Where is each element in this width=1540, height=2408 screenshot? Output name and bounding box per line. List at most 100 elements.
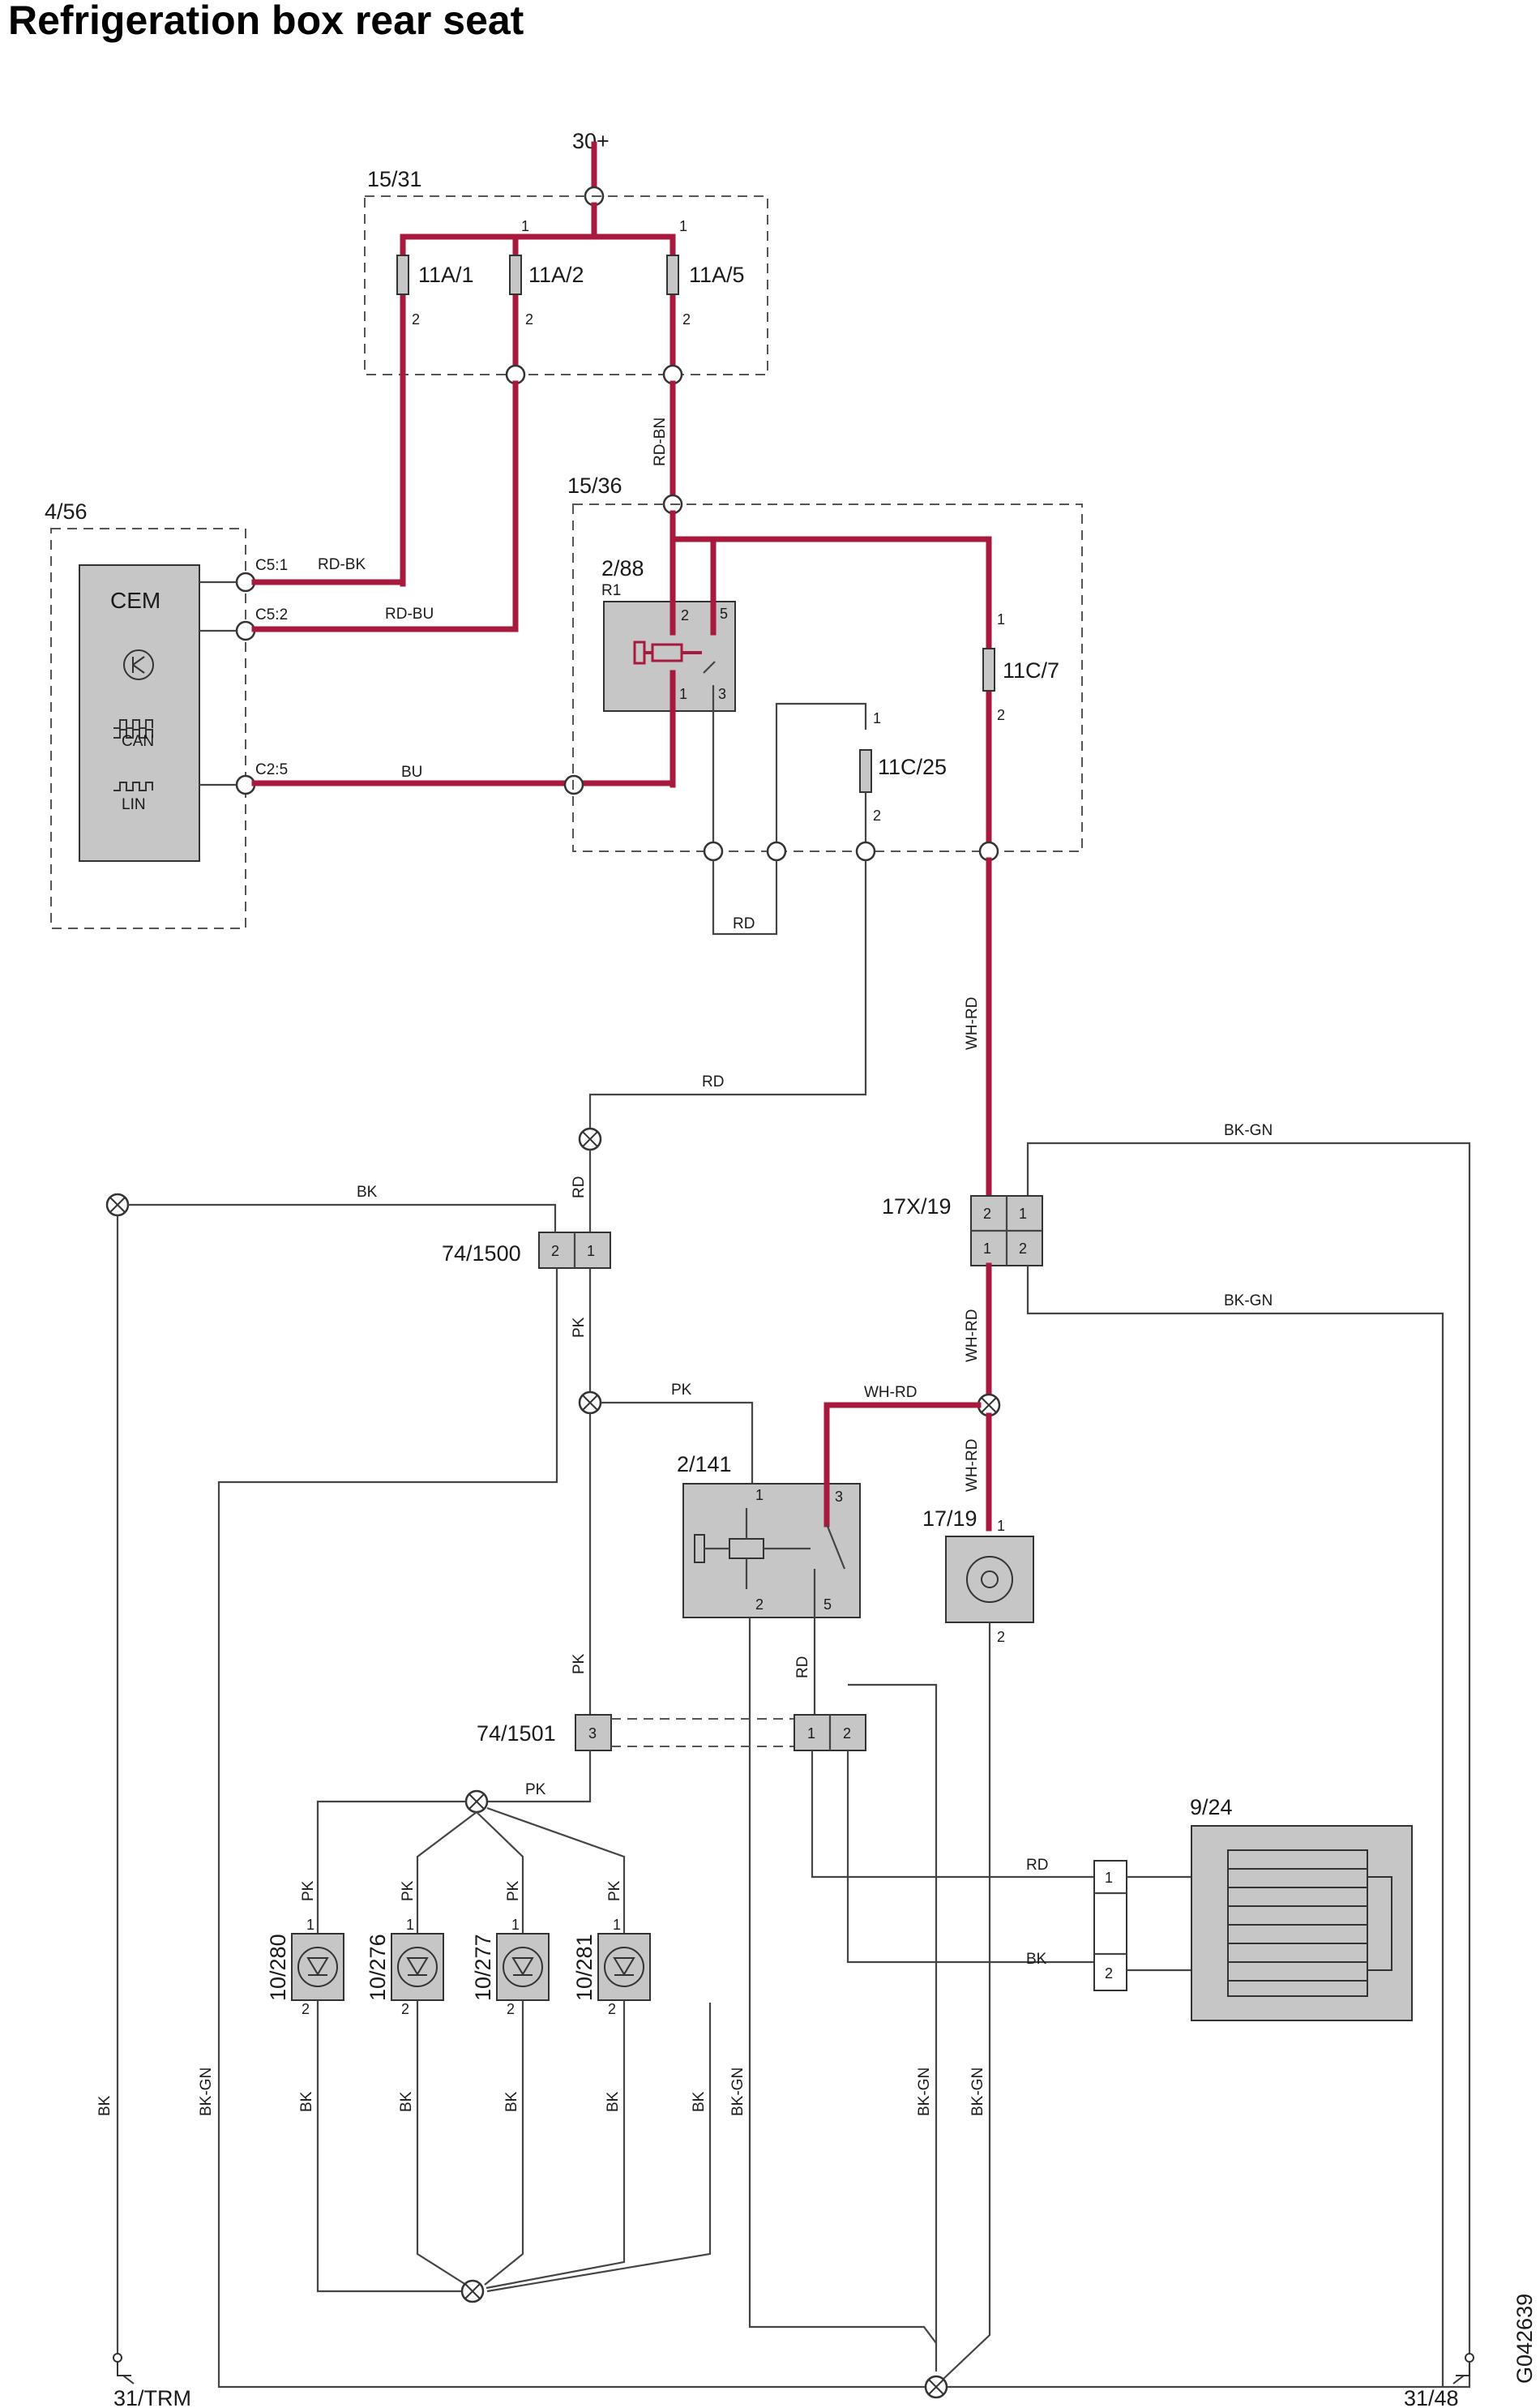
fuse-11c-7-label: 11C/7 [1003, 658, 1059, 683]
wire-rd-upper: RD [702, 1073, 724, 1090]
wire-pk-led1: PK [300, 1880, 317, 1901]
fridge-9-24-label: 9/24 [1190, 1795, 1233, 1819]
relay-2-88-label: 2/88 [601, 556, 644, 581]
pin-label: 1 [983, 1240, 991, 1257]
fuse-11a-5-label: 11A/5 [689, 263, 745, 287]
pin-label: 1 [511, 1917, 520, 1933]
can-label: CAN [122, 733, 154, 750]
pin-label: 5 [823, 1596, 832, 1613]
led-10-281-label: 10/281 [572, 1934, 597, 2001]
wire-wh-rd-mid: WH-RD [964, 1309, 981, 1362]
pin-label: 2 [1105, 1965, 1113, 1982]
pin-label: 1 [755, 1487, 764, 1503]
cem-box [50, 528, 246, 929]
pin-label: 3 [835, 1489, 843, 1505]
wire-pk-1: PK [571, 1317, 588, 1338]
relay-2-88-sub: R1 [601, 582, 621, 599]
wire-bk-gn-mid: BK-GN [916, 2067, 933, 2116]
pin-label: 2 [682, 311, 691, 328]
wire-rd-relay: RD [794, 1656, 811, 1678]
wire-pk-led2: PK [400, 1880, 417, 1901]
fuse-11a-5 [666, 255, 679, 295]
wire-rd-bn: RD-BN [652, 418, 669, 466]
node [703, 841, 724, 862]
splice-led-top [464, 1789, 489, 1814]
wire-bk-left: BK [96, 2095, 113, 2116]
lin-label: LIN [122, 796, 146, 813]
pin-label: 1 [807, 1725, 815, 1742]
wire-rd-vert: RD [571, 1176, 588, 1198]
pin-label: 1 [521, 218, 529, 234]
wire-pk-3: PK [571, 1653, 588, 1674]
splice-led-bottom [460, 2279, 485, 2303]
fuse-11c-25-label: 11C/25 [878, 755, 947, 779]
wire-bk-led1: BK [298, 2091, 315, 2112]
pin-label: 2 [1019, 1240, 1027, 1257]
wire-bu: BU [401, 764, 422, 781]
ground-trm-label: 31/TRM [113, 2386, 191, 2408]
wire-bk-gn-right: BK-GN [1224, 1292, 1273, 1309]
wire-pk-led3: PK [505, 1880, 522, 1901]
lin-signal-icon [113, 782, 153, 791]
wire-pk-4: PK [525, 1781, 546, 1798]
splice-pk [578, 1390, 602, 1415]
led-10-277-label: 10/277 [471, 1934, 495, 2001]
led-10-276 [391, 1933, 444, 2001]
led-10-277 [496, 1933, 550, 2001]
led-10-276-label: 10/276 [366, 1934, 390, 2001]
wire-bk-gn-relay: BK-GN [729, 2067, 746, 2116]
drawing-id: G042639 [1512, 2294, 1537, 2384]
wire-pk-led4: PK [606, 1880, 623, 1901]
conn-74-1500-label: 74/1500 [442, 1241, 521, 1266]
fusebox-15-31 [364, 195, 768, 375]
socket-17-19 [945, 1536, 1034, 1623]
led-10-281 [597, 1933, 651, 2001]
pin-label: 1 [997, 611, 1005, 628]
fridge-9-24 [1191, 1825, 1413, 2021]
conn-17x19-label: 17X/19 [882, 1194, 952, 1219]
pin-label: 1 [1019, 1206, 1027, 1222]
pin-label: 2 [997, 707, 1005, 723]
wire-bk-fridge: BK [1026, 1951, 1047, 1968]
pin-label: 2 [843, 1725, 851, 1742]
pin-label: 1 [306, 1917, 314, 1933]
node [766, 841, 787, 862]
fuse-11c-7 [982, 648, 995, 692]
pin-label: 1 [873, 710, 881, 726]
pin-label: 2 [507, 2001, 515, 2017]
splice-wh-rd [977, 1393, 1001, 1417]
wire-wh-rd-upper: WH-RD [964, 997, 981, 1050]
splice-ground-bottom [924, 2375, 948, 2399]
page-title: Refrigeration box rear seat [8, 0, 524, 43]
fuse-11c-25 [859, 749, 872, 793]
pin-label: 1 [679, 686, 687, 702]
pin-label: 2 [302, 2001, 310, 2017]
wire-wh-rd-lower: WH-RD [964, 1439, 981, 1492]
pin-label: 1 [406, 1917, 414, 1933]
ground-trm-icon [113, 2353, 135, 2384]
wire-rd-bk: RD-BK [318, 556, 366, 573]
wire-bk-relay: BK [691, 2091, 708, 2112]
wire-bk-gn-top: BK-GN [1224, 1122, 1273, 1139]
fusebox-15-36-label: 15/36 [567, 473, 622, 498]
relay-2-141 [682, 1483, 861, 1618]
pin-label: 2 [997, 1629, 1005, 1645]
pin-label: 1 [997, 1518, 1005, 1534]
conn-74-1501-a [575, 1714, 612, 1751]
wire-wh-rd-h: WH-RD [864, 1384, 917, 1401]
wire-rd-bu: RD-BU [385, 606, 434, 623]
wire-rd-loop: RD [733, 915, 755, 932]
wire-rd-fridge: RD [1026, 1857, 1048, 1874]
pin-c51: C5:1 [255, 557, 288, 574]
transistor-icon [123, 649, 154, 680]
ground-48-label: 31/48 [1404, 2386, 1459, 2408]
pin-label: 1 [1105, 1870, 1113, 1886]
ground-48-icon [1452, 2353, 1474, 2384]
pin-label: 2 [551, 1243, 559, 1259]
pin-label: 3 [588, 1725, 597, 1742]
socket-17-19-label: 17/19 [922, 1506, 977, 1531]
pin-label: 2 [681, 607, 689, 623]
pin-label: 3 [718, 686, 726, 702]
fuse-11a-2-label: 11A/2 [528, 263, 584, 287]
pin-label: 2 [412, 311, 420, 328]
